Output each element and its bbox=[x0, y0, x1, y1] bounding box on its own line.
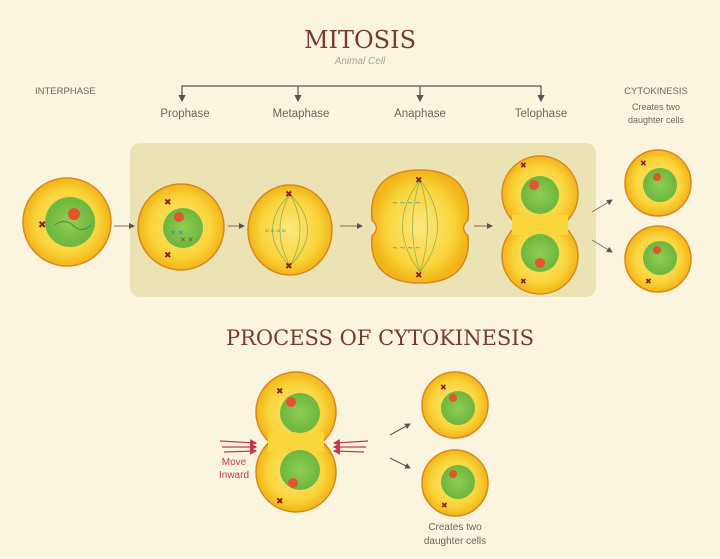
svg-text:∼ ∼ ∼ ∼: ∼ ∼ ∼ ∼ bbox=[392, 244, 421, 252]
phase-label-anaphase: Anaphase bbox=[394, 108, 446, 120]
svg-text:✖: ✖ bbox=[415, 175, 423, 185]
svg-text:✕ ✕: ✕ ✕ bbox=[170, 229, 183, 237]
process-daughter-bottom: ✖ bbox=[421, 449, 489, 517]
svg-text:✖: ✖ bbox=[440, 383, 447, 392]
svg-text:∼ ∼ ∼ ∼: ∼ ∼ ∼ ∼ bbox=[392, 199, 421, 207]
svg-text:✖: ✖ bbox=[285, 189, 293, 199]
metaphase-cell: ≈ ≈ ≈ ≈ ✖ ✖ bbox=[247, 184, 333, 276]
daughter-cell-top: ✖ bbox=[624, 149, 692, 217]
phase-label-prophase: Prophase bbox=[160, 108, 209, 120]
svg-text:✖: ✖ bbox=[645, 277, 652, 286]
process-daughter-top: ✖ bbox=[421, 371, 489, 439]
inward-arrows-right bbox=[332, 439, 369, 455]
svg-text:✖: ✖ bbox=[276, 386, 284, 396]
interphase-label: INTERPHASE bbox=[35, 86, 96, 97]
svg-text:✖: ✖ bbox=[276, 496, 284, 506]
svg-text:✖: ✖ bbox=[520, 277, 527, 286]
svg-text:✕ ✕: ✕ ✕ bbox=[180, 236, 193, 244]
cytokinesis-desc-2: daughter cells bbox=[628, 115, 685, 125]
prophase-cell: ✕ ✕ ✕ ✕ ✖ ✖ bbox=[137, 183, 225, 271]
phase-label-telophase: Telophase bbox=[515, 108, 567, 120]
svg-text:✖: ✖ bbox=[441, 501, 448, 510]
svg-text:✖: ✖ bbox=[164, 250, 172, 260]
cytokinesis-label: CYTOKINESIS bbox=[624, 86, 688, 97]
cytokinesis-desc-1: Creates two bbox=[632, 102, 680, 112]
telophase-cell: ✖ ✖ bbox=[501, 155, 579, 295]
svg-text:✖: ✖ bbox=[285, 261, 293, 271]
inward-arrows-left bbox=[219, 439, 258, 455]
process-arrows bbox=[389, 423, 411, 469]
svg-text:✖: ✖ bbox=[164, 197, 172, 207]
svg-text:✖: ✖ bbox=[38, 220, 46, 231]
daughter-cell-bottom: ✖ bbox=[624, 225, 692, 293]
title: MITOSIS bbox=[304, 26, 416, 54]
stage-arrows bbox=[114, 199, 613, 253]
move-inward-1: Move bbox=[222, 457, 247, 468]
process-result-2: daughter cells bbox=[424, 536, 486, 547]
mitosis-panel bbox=[130, 143, 596, 297]
dividing-cell: ✖ ✖ bbox=[255, 371, 337, 513]
anaphase-cell: ∼ ∼ ∼ ∼ ∼ ∼ ∼ ∼ ✖ ✖ bbox=[370, 169, 470, 284]
svg-text:✖: ✖ bbox=[415, 270, 423, 280]
process-result-1: Creates two bbox=[428, 522, 482, 533]
phase-label-metaphase: Metaphase bbox=[273, 108, 330, 120]
move-inward-2: Inward bbox=[219, 470, 249, 481]
interphase-cell: ✖ bbox=[22, 177, 112, 267]
svg-text:✖: ✖ bbox=[640, 159, 647, 168]
process-title: PROCESS OF CYTOKINESIS bbox=[226, 326, 534, 350]
subtitle: Animal Cell bbox=[334, 56, 386, 67]
svg-text:≈ ≈ ≈ ≈: ≈ ≈ ≈ ≈ bbox=[265, 227, 286, 235]
phase-bracket bbox=[178, 85, 545, 103]
svg-text:✖: ✖ bbox=[520, 161, 527, 170]
